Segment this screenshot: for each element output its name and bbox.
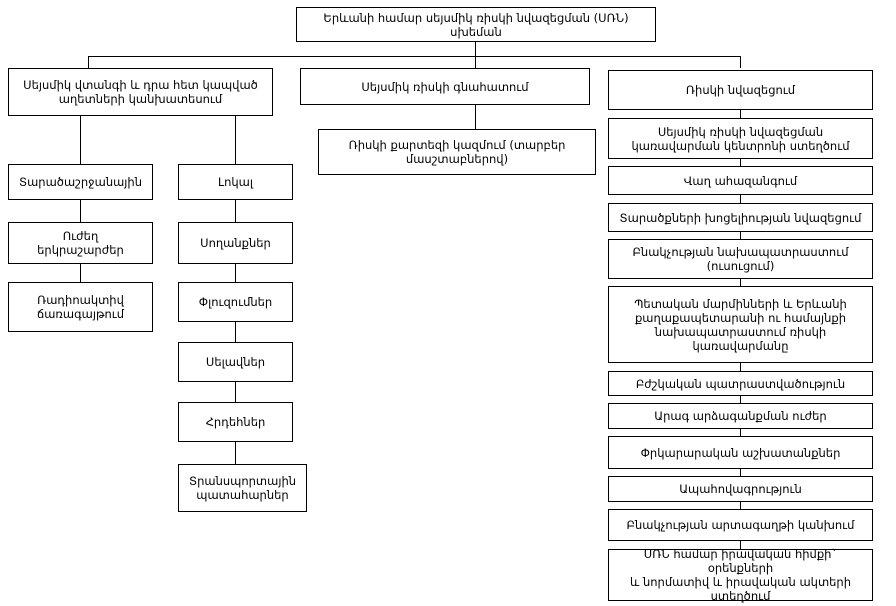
- node-tarracashrjanayin[interactable]: Տարածաշրջանային: [8, 164, 153, 200]
- node-seysmik-riski-kentron[interactable]: Սեյսմիկ ռիսկի նվազեցման կառավարման կենտր…: [608, 118, 873, 159]
- connector-bus-to-right: [740, 56, 741, 68]
- node-apahovagrutyun[interactable]: Ապահովագրություն: [608, 476, 873, 502]
- node-radioaktiv-tsarragaytum[interactable]: Ռադիոակտիվ ճառագայթում: [8, 282, 153, 332]
- node-petakan-marminner[interactable]: Պետական մարմինների և Երևանի քաղաքապետարա…: [608, 286, 873, 363]
- node-lokal[interactable]: Լոկալ: [178, 164, 293, 200]
- node-vagh-ahazangum[interactable]: Վաղ ահազանգում: [608, 166, 873, 195]
- connector-col-b-1: [235, 200, 236, 222]
- connector-left-to-col-a: [80, 116, 81, 164]
- connector-col-b-2: [235, 264, 236, 282]
- connector-right-7: [740, 396, 741, 403]
- node-bnakchutyan-nakhapatrastum[interactable]: Բնակչության նախապատրաստում (ուսուցում): [608, 239, 873, 279]
- connector-col-b-3: [235, 322, 236, 342]
- node-soghankner[interactable]: Սողանքներ: [178, 222, 293, 264]
- connector-right-4: [740, 232, 741, 239]
- connector-right-9: [740, 469, 741, 476]
- connector-right-8: [740, 429, 741, 436]
- node-bnakchutyan-artagaghti-kankhum[interactable]: Բնակչության արտագաղթի կանխում: [608, 509, 873, 541]
- connector-right-1: [740, 110, 741, 118]
- node-plouzumner[interactable]: Փլուզումներ: [178, 282, 293, 322]
- connector-right-11: [740, 541, 741, 549]
- connector-middle-1: [475, 105, 476, 129]
- node-root-title[interactable]: Երևանի համար սեյսմիկ ռիսկի նվազեցման (ՍՌ…: [296, 7, 656, 42]
- node-branch-left[interactable]: Սեյսմիկ վտանգի և դրա հետ կապված աղետների…: [8, 68, 273, 116]
- node-srn-iravakan-himq[interactable]: ՍՌՆ համար իրավական հիմքի` օրենքների և նո…: [608, 547, 873, 603]
- connector-col-b-5: [235, 442, 236, 464]
- connector-right-6: [740, 363, 741, 371]
- connector-col-a-2: [80, 264, 81, 282]
- node-riski-kartezi-kazmum[interactable]: Ռիսկի քարտեզի կազմում (տարբեր մասշտաբներ…: [318, 129, 596, 175]
- node-uzheg-yerkrasharzher[interactable]: Ուժեղ երկրաշարժեր: [8, 222, 153, 264]
- node-taratskneri-khoceliutyun[interactable]: Տարածքների խոցելիության նվազեցում: [608, 203, 873, 232]
- connector-right-3: [740, 195, 741, 203]
- connector-bus-to-middle: [475, 56, 476, 68]
- node-arag-ardzaganqman-uzher[interactable]: Արագ արձագանքման ուժեր: [608, 403, 873, 429]
- node-firkararakan-ashkhatanqner[interactable]: Փրկարարական աշխատանքներ: [608, 436, 873, 469]
- connector-bus-to-left: [88, 56, 89, 68]
- connector-col-a-1: [80, 200, 81, 222]
- connector-left-to-col-b: [235, 116, 236, 164]
- connector-right-10: [740, 502, 741, 509]
- node-bzhshkakan-patrastvatsutyun[interactable]: Բժշկական պատրաստվածություն: [608, 371, 873, 396]
- connector-col-b-4: [235, 382, 236, 402]
- node-selaver[interactable]: Սելավներ: [178, 342, 293, 382]
- node-hrdehner[interactable]: Հրդեհներ: [178, 402, 293, 442]
- connector-right-2: [740, 159, 741, 166]
- connector-root-down: [475, 41, 476, 57]
- node-branch-right[interactable]: Ռիսկի նվազեցում: [608, 70, 873, 110]
- connector-main-bus: [88, 56, 741, 57]
- connector-right-5: [740, 279, 741, 286]
- node-branch-middle[interactable]: Սեյսմիկ ռիսկի գնահատում: [300, 68, 590, 105]
- node-transportayin-pataharner[interactable]: Տրանսպորտային պատահարներ: [178, 464, 307, 512]
